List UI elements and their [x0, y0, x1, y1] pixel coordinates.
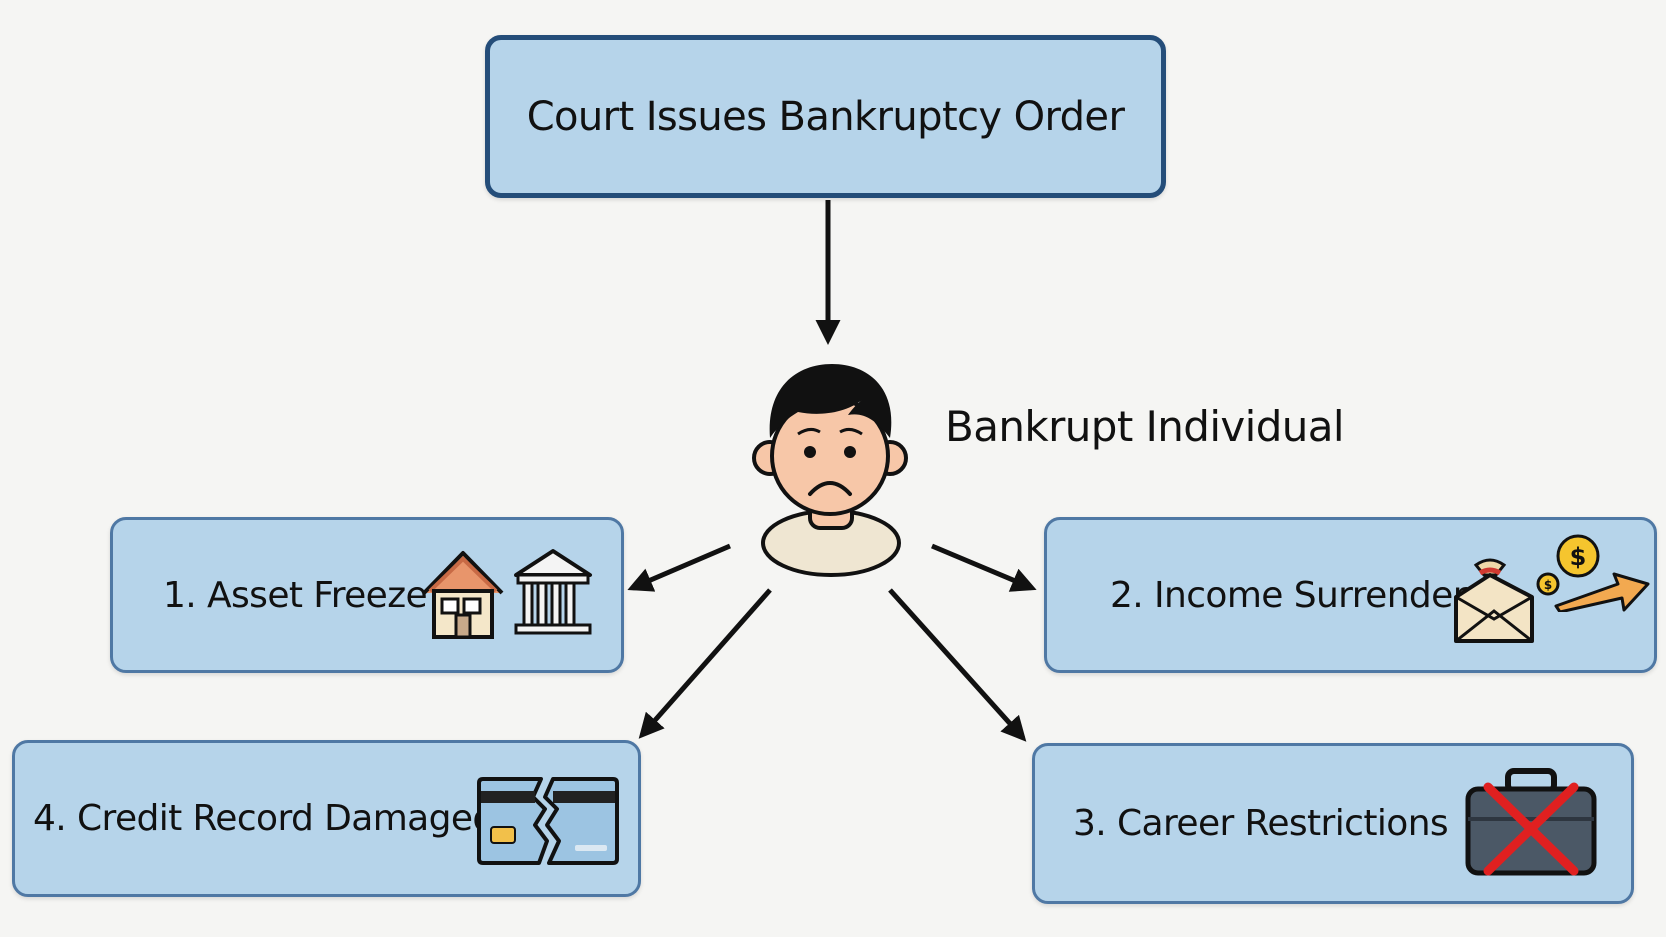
arrow-to-asset-freeze	[627, 543, 731, 592]
career-restrictions-label: 3. Career Restrictions	[1073, 803, 1449, 844]
arrow-right-icon	[1554, 572, 1650, 612]
house-icon	[422, 551, 504, 639]
person-label: Bankrupt Individual	[945, 402, 1345, 451]
credit-record-label: 4. Credit Record Damaged	[33, 798, 495, 839]
money-bag-icon	[1454, 558, 1534, 643]
bank-icon	[514, 549, 592, 635]
broken-credit-card-icon	[477, 777, 619, 865]
income-surrender-label: 2. Income Surrender	[1110, 574, 1468, 616]
arrow-to-income-surrender	[931, 543, 1037, 592]
dollar-coin-icon: $ $	[1536, 534, 1650, 612]
income-surrender-box: 2. Income Surrender	[1044, 517, 1657, 673]
arrow-to-credit-record	[638, 588, 772, 739]
court-order-label: Court Issues Bankruptcy Order	[526, 93, 1125, 140]
asset-freeze-box: 1. Asset Freeze	[110, 517, 624, 673]
crossed-briefcase-icon	[1465, 768, 1597, 876]
asset-freeze-label: 1. Asset Freeze	[163, 574, 428, 616]
arrow-to-career-restrictions	[888, 588, 1027, 742]
svg-text:$: $	[1570, 543, 1587, 571]
svg-text:$: $	[1544, 578, 1552, 592]
sad-person-icon	[752, 364, 908, 577]
court-order-box: Court Issues Bankruptcy Order	[485, 35, 1166, 198]
